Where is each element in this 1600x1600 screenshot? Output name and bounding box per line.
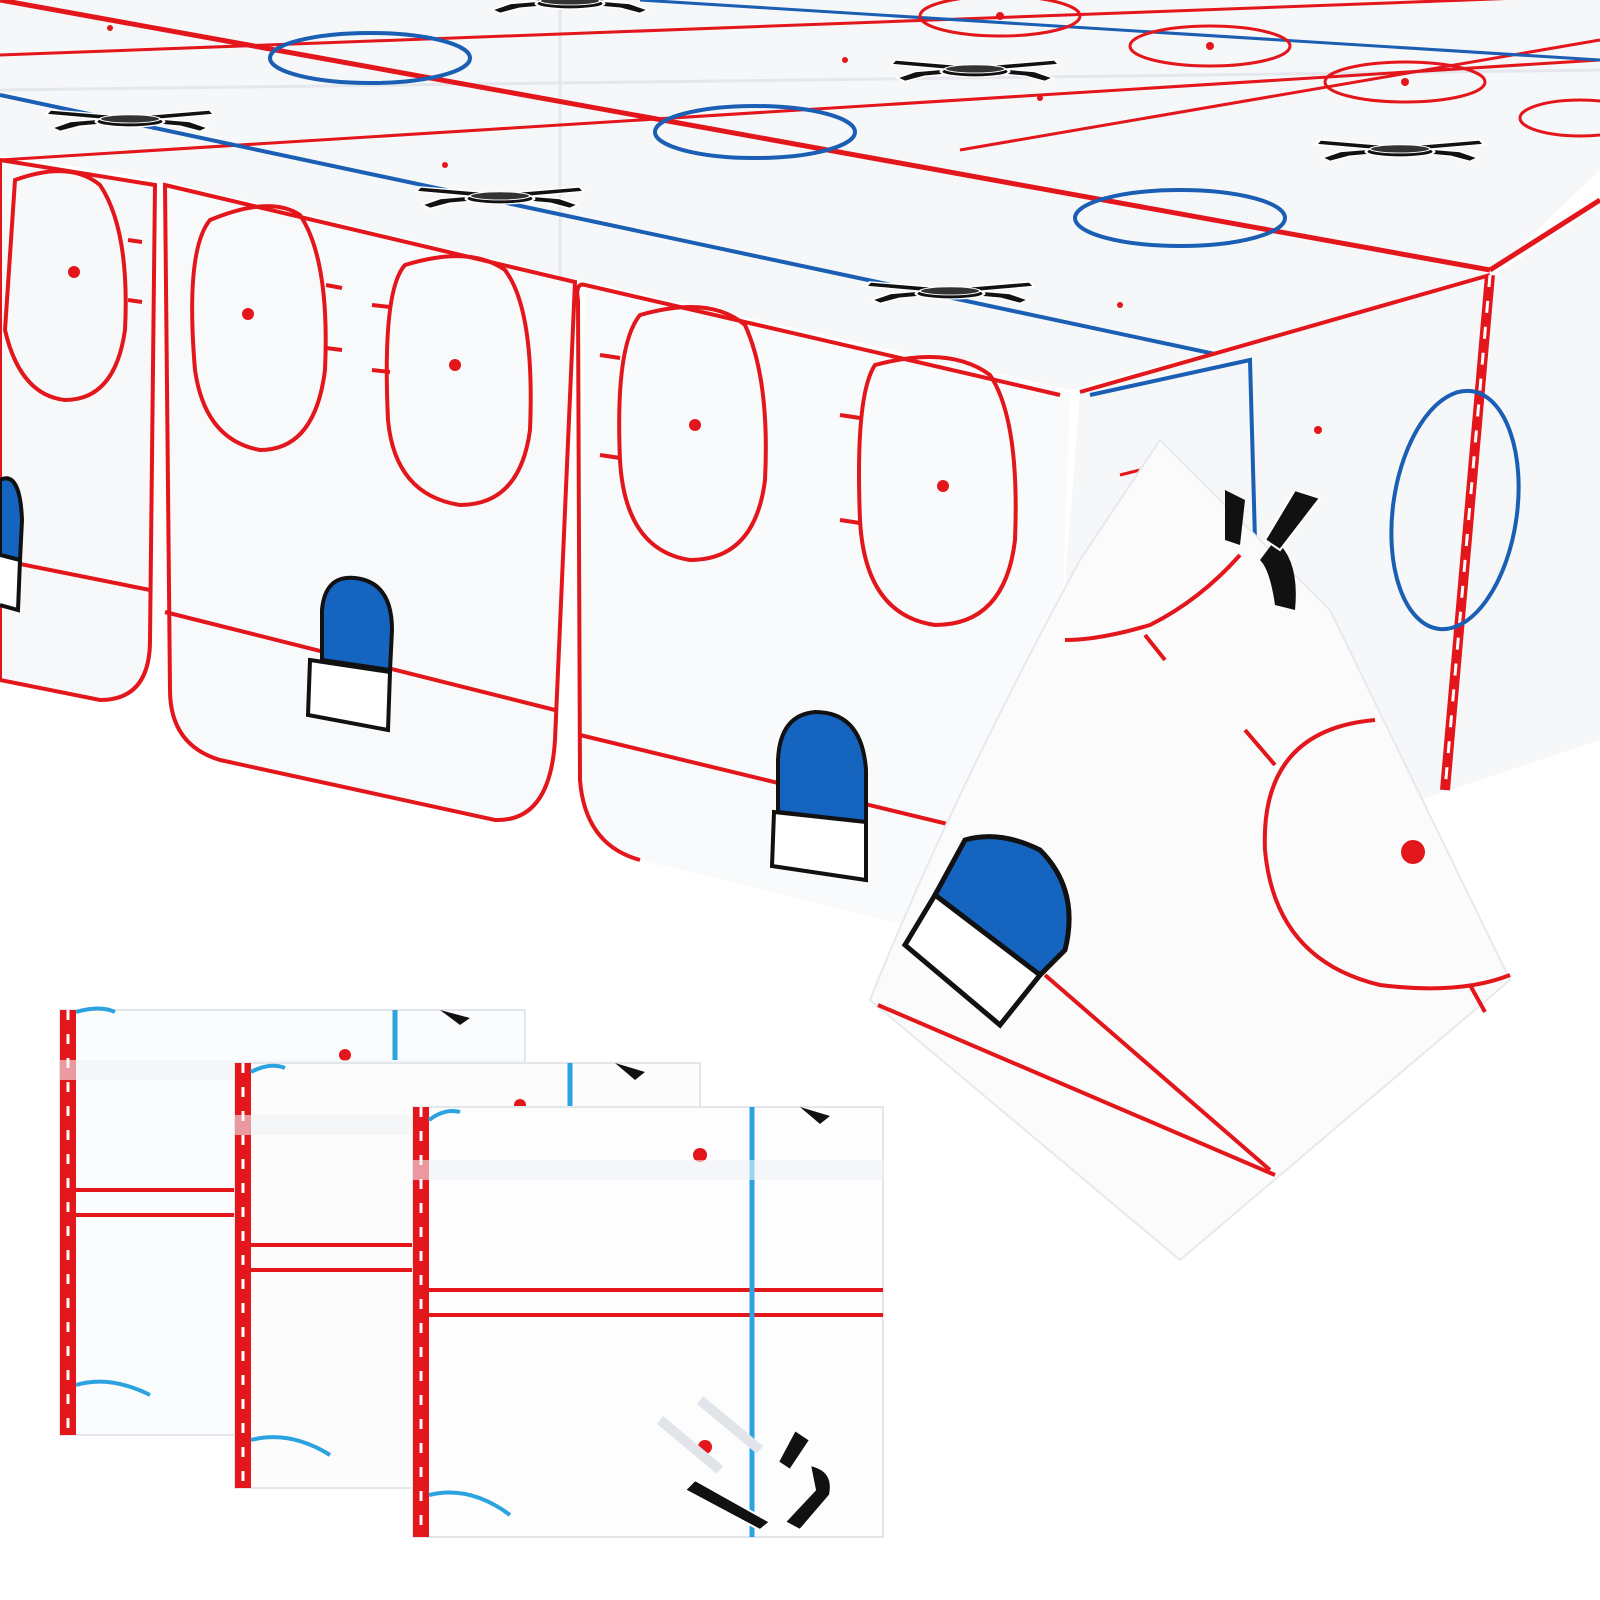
faceoff-circle-icon <box>599 305 768 563</box>
faceoff-dot-icon <box>1401 840 1425 864</box>
table-top <box>0 0 1600 390</box>
goal-crease-icon <box>305 575 395 733</box>
faceoff-circle-icon <box>918 0 1082 38</box>
faceoff-circle-icon <box>190 204 343 453</box>
faceoff-circle-icon <box>1323 60 1487 104</box>
faceoff-dot-icon <box>693 1148 707 1162</box>
faceoff-circle-icon <box>839 355 1018 628</box>
center-circle-icon <box>653 104 857 160</box>
faceoff-circle-icon <box>371 254 533 508</box>
crossed-hockey-sticks-icon <box>683 1428 832 1532</box>
tablecloth-corner-flap <box>868 438 1512 1262</box>
faceoff-circle-icon <box>1518 98 1600 138</box>
goal-crease-icon <box>0 476 25 613</box>
center-circle-icon <box>1073 188 1287 248</box>
faceoff-circle-icon <box>1128 24 1292 68</box>
center-circle-icon <box>1389 388 1521 632</box>
faceoff-circle-icon <box>2 169 143 403</box>
folded-pack <box>412 1106 884 1538</box>
goal-crease-icon <box>769 709 868 883</box>
center-circle-icon <box>268 31 472 85</box>
goal-crease-icon <box>901 834 1072 1029</box>
